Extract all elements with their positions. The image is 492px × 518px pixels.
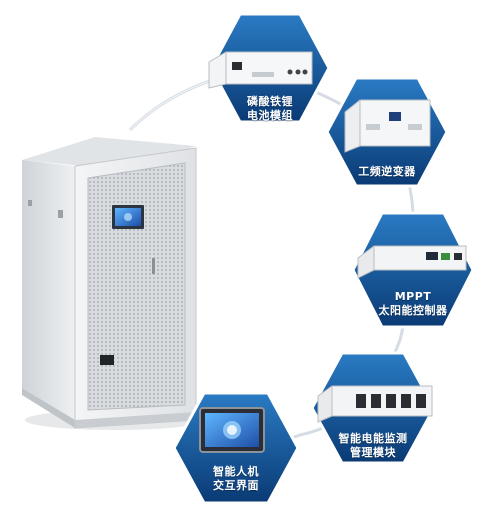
- inverter-unit-image: [344, 99, 431, 153]
- monitoring-module-image: [317, 385, 433, 423]
- cabinet-image: [22, 137, 205, 430]
- label-mppt-controller: MPPT 太阳能控制器: [378, 290, 448, 317]
- rack-controller-image: [357, 245, 467, 279]
- hex-node-monitoring: [310, 351, 436, 465]
- label-hmi-interface: 智能人机 交互界面: [213, 465, 259, 492]
- hex-node-inverter: [325, 76, 449, 188]
- label-smart-monitoring-module: 智能电能监测 管理模块: [338, 432, 408, 459]
- hex-node-battery: [208, 12, 331, 124]
- label-lfp-battery-module: 磷酸铁锂 电池模组: [247, 95, 293, 122]
- label-power-frequency-inverter: 工频逆变器: [358, 165, 416, 178]
- touchscreen-display-image: [199, 407, 265, 453]
- hex-node-hmi: [172, 391, 300, 505]
- rack-battery-module-image: [208, 51, 313, 89]
- hex-node-mppt: [351, 211, 475, 329]
